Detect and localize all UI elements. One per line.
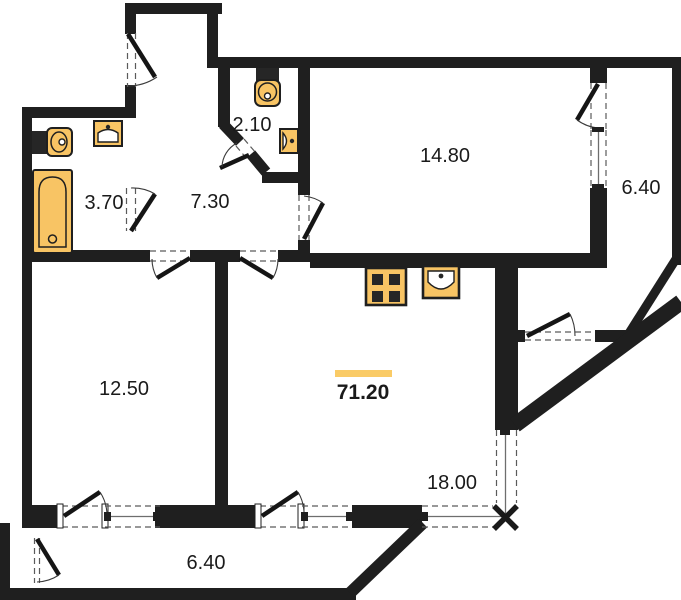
bedroom-window bbox=[590, 127, 607, 189]
bedroom2-window bbox=[104, 505, 160, 528]
living-door bbox=[238, 250, 279, 280]
label-bathroom: 3.70 bbox=[85, 192, 124, 214]
bathtub-fixture bbox=[32, 169, 73, 254]
label-bedroom-2: 12.50 bbox=[99, 378, 149, 400]
bathroom-door bbox=[125, 187, 157, 233]
bedroom2-door bbox=[150, 250, 192, 280]
bedroom2-balcony-door bbox=[56, 490, 109, 529]
label-loggia-right: 6.40 bbox=[622, 177, 661, 199]
bedroom-balcony-door bbox=[575, 82, 607, 130]
label-wc: 2.10 bbox=[233, 114, 272, 136]
sink-wc-fixture bbox=[279, 128, 299, 154]
bedroom-door bbox=[298, 195, 325, 241]
living-window-left bbox=[301, 505, 353, 528]
windows bbox=[104, 127, 607, 531]
total-area-highlight-bar bbox=[335, 370, 392, 377]
room-labels: 3.70 7.30 2.10 14.80 6.40 12.50 18.00 6.… bbox=[85, 114, 661, 574]
corner-window bbox=[492, 429, 519, 531]
doors bbox=[33, 32, 607, 583]
label-corridor: 7.30 bbox=[191, 191, 230, 213]
living-balcony-door bbox=[254, 490, 305, 529]
total-area-value: 71.20 bbox=[337, 381, 390, 404]
toilet-bathroom-fixture bbox=[32, 127, 73, 157]
stove-fixture bbox=[364, 266, 408, 307]
total-area-label: 71.20 bbox=[335, 370, 392, 404]
sink-bathroom-fixture bbox=[93, 120, 123, 147]
loggia-partition-door bbox=[525, 311, 595, 341]
label-bedroom: 14.80 bbox=[420, 145, 470, 167]
walls bbox=[0, 3, 681, 600]
loggia-end-door bbox=[33, 537, 61, 583]
kitchen-sink-fixture bbox=[421, 264, 461, 300]
living-window-right bbox=[421, 505, 505, 528]
toilet-wc-fixture bbox=[254, 68, 281, 107]
label-living: 18.00 bbox=[427, 472, 477, 494]
label-loggia-bottom: 6.40 bbox=[187, 552, 226, 574]
entrance-door bbox=[126, 32, 158, 87]
wc-door bbox=[219, 138, 257, 171]
fixtures bbox=[32, 68, 461, 307]
